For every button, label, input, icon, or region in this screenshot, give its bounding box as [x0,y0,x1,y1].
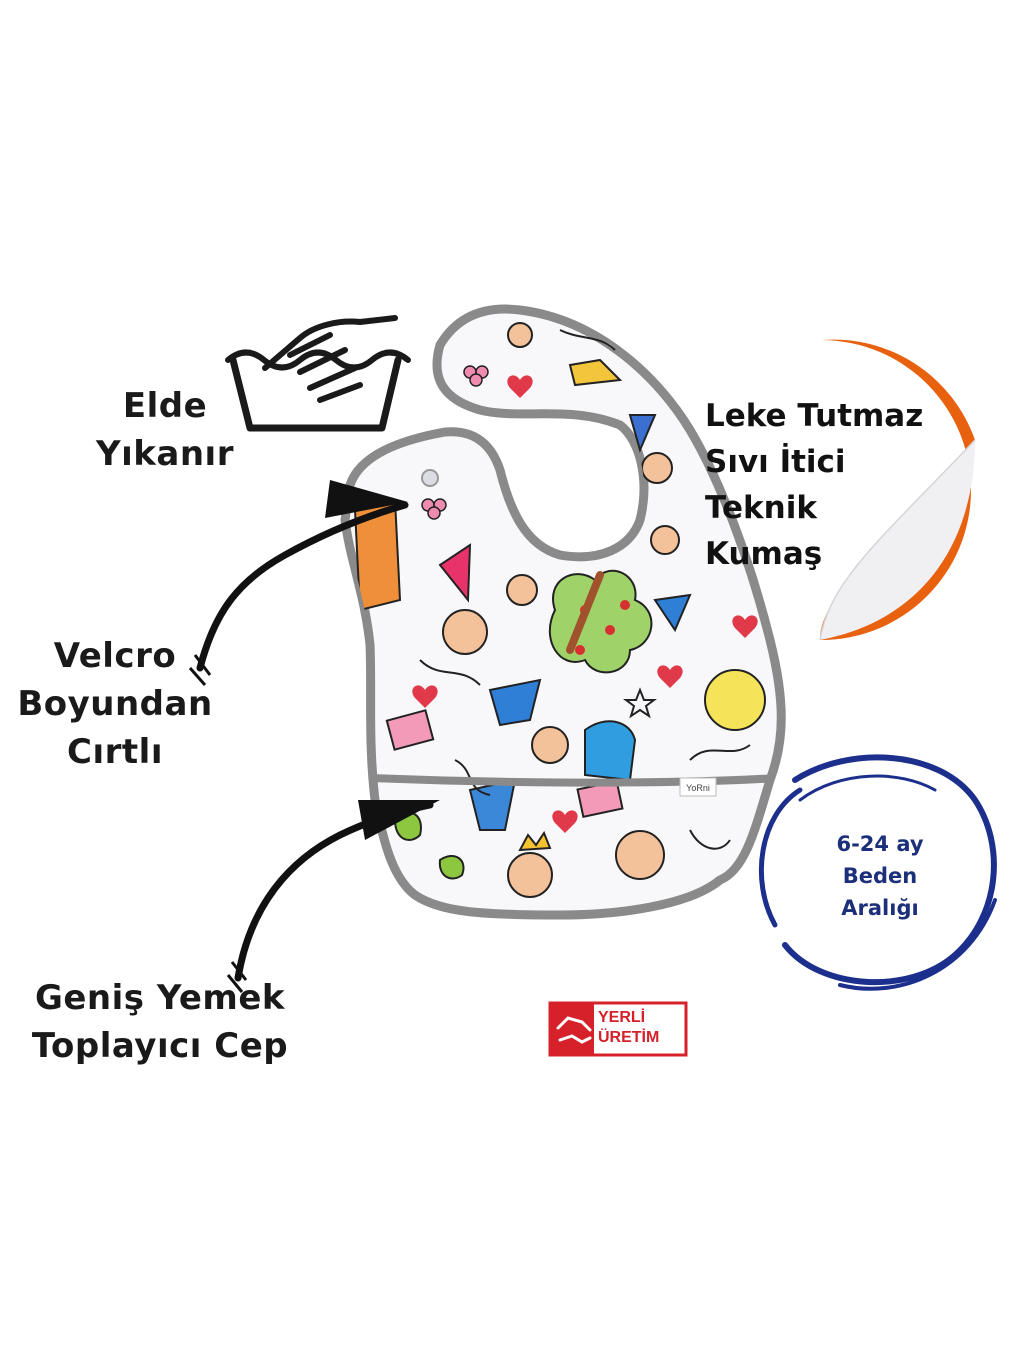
velcro-dot [421,469,439,487]
velcro-label: Velcro Boyundan Cırtlı [17,636,213,772]
bib: YoRni [340,304,786,920]
size-range-text: 6-24 ay Beden Aralığı [836,832,924,920]
svg-text:YoRni: YoRni [686,783,710,793]
fabric-features-text: Leke Tutmaz Sıvı İtici Teknik Kumaş [705,398,924,572]
arrow-icon [226,800,440,993]
hand-wash-label: Elde Yıkanır [96,386,234,474]
pocket-label: Geniş Yemek Toplayıcı Cep [31,978,289,1066]
doodle-pattern [353,322,779,898]
fabric-sticker [819,339,976,641]
origin-badge [548,1001,688,1057]
origin-badge-text: YERLİ ÜRETİM [598,1009,660,1046]
arrow-icon [188,480,409,686]
size-swirl [758,754,997,991]
brand-tag: YoRni [679,777,717,797]
handshake-icon [556,1016,592,1044]
hand-wash-icon [225,315,411,432]
